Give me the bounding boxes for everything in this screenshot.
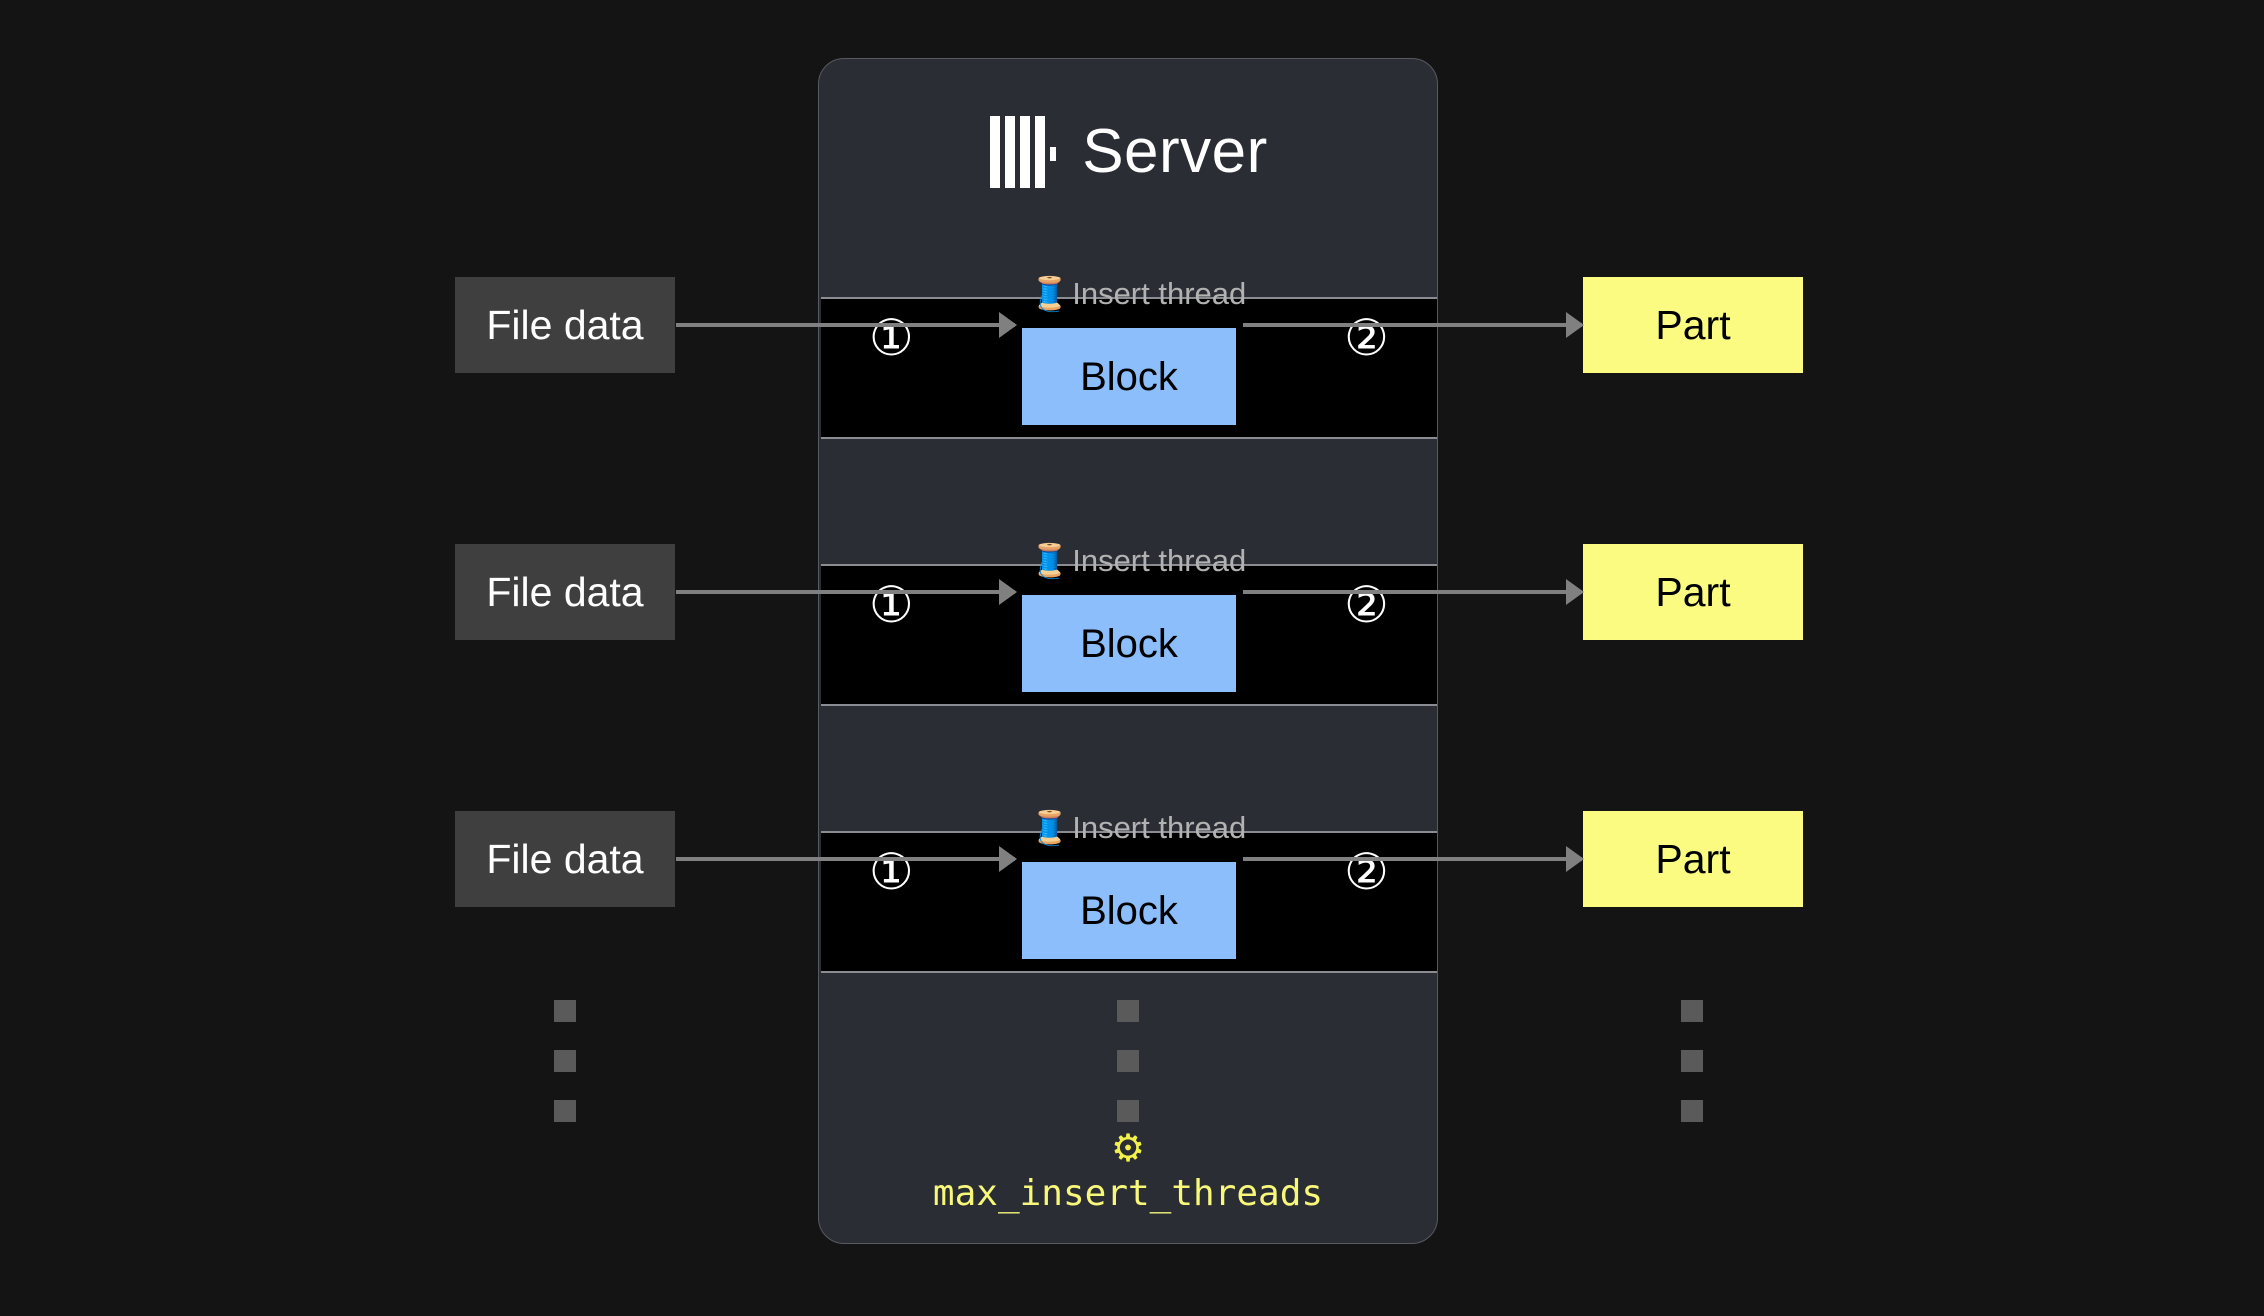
step-marker-in: ① — [869, 843, 914, 901]
step-marker-out: ② — [1344, 309, 1389, 367]
part-label: Part — [1655, 301, 1731, 348]
insert-thread-label: 🧵 Insert thread — [1029, 544, 1246, 577]
clickhouse-logo-icon — [990, 116, 1057, 188]
ellipsis-square — [1681, 1000, 1703, 1022]
step-marker-out: ② — [1344, 843, 1389, 901]
ellipsis-square — [554, 1000, 576, 1022]
ellipsis-square — [554, 1050, 576, 1072]
ellipsis-square — [554, 1100, 576, 1122]
insert-thread-label: Insert thread 🧵 Insert thread — [1029, 277, 1246, 310]
block-box: Block — [1022, 862, 1236, 959]
ellipsis-left — [554, 1000, 576, 1122]
file-data-box: File data — [455, 544, 675, 640]
insert-thread-row: 🧵 Insert thread ① Block ② — [821, 811, 1437, 973]
part-box: Part — [1583, 544, 1803, 640]
part-label: Part — [1655, 835, 1731, 882]
insert-thread-row: 🧵 Insert thread ① Block ② — [821, 544, 1437, 706]
step-marker-in: ① — [869, 576, 914, 634]
ellipsis-square — [1681, 1100, 1703, 1122]
setting-name: max_insert_threads — [932, 1173, 1324, 1214]
part-box: Part — [1583, 811, 1803, 907]
insert-thread-row: Insert thread 🧵 Insert thread ① Block ② — [821, 277, 1437, 439]
arrow-file-to-block — [676, 323, 1015, 327]
block-box: Block — [1022, 328, 1236, 425]
arrow-file-to-block — [676, 857, 1015, 861]
ellipsis-square — [1117, 1100, 1139, 1122]
ellipsis-square — [1117, 1050, 1139, 1072]
thread-spool-icon: 🧵 — [1029, 542, 1071, 579]
insert-thread-label: 🧵 Insert thread — [1029, 811, 1246, 844]
ellipsis-right — [1681, 1000, 1703, 1122]
file-data-box: File data — [455, 811, 675, 907]
ellipsis-square — [1117, 1000, 1139, 1022]
file-data-label: File data — [486, 301, 644, 348]
arrow-block-to-part — [1243, 857, 1582, 861]
file-data-label: File data — [486, 835, 644, 882]
part-box: Part — [1583, 277, 1803, 373]
ellipsis-center — [1117, 1000, 1139, 1122]
insert-thread-text: Insert thread — [1072, 543, 1247, 578]
thread-spool-icon: 🧵 — [1029, 275, 1071, 312]
arrow-block-to-part — [1243, 590, 1582, 594]
step-marker-in: ① — [869, 309, 914, 367]
part-label: Part — [1655, 568, 1731, 615]
setting-footer: ⚙ max_insert_threads — [818, 1130, 1438, 1215]
arrow-block-to-part — [1243, 323, 1582, 327]
gear-icon: ⚙ — [1110, 1128, 1146, 1170]
block-label: Block — [1080, 888, 1178, 933]
insert-thread-text: Insert thread — [1072, 276, 1247, 311]
file-data-label: File data — [486, 568, 644, 615]
step-marker-out: ② — [1344, 576, 1389, 634]
arrow-file-to-block — [676, 590, 1015, 594]
server-title-row: Server — [819, 97, 1439, 207]
file-data-box: File data — [455, 277, 675, 373]
block-label: Block — [1080, 354, 1178, 399]
ellipsis-square — [1681, 1050, 1703, 1072]
server-title: Server — [1082, 117, 1268, 186]
block-label: Block — [1080, 621, 1178, 666]
insert-thread-text: Insert thread — [1072, 810, 1247, 845]
server-card: Server Insert thread 🧵 Insert thread ① B… — [818, 58, 1438, 1244]
block-box: Block — [1022, 595, 1236, 692]
thread-spool-icon: 🧵 — [1029, 809, 1071, 846]
